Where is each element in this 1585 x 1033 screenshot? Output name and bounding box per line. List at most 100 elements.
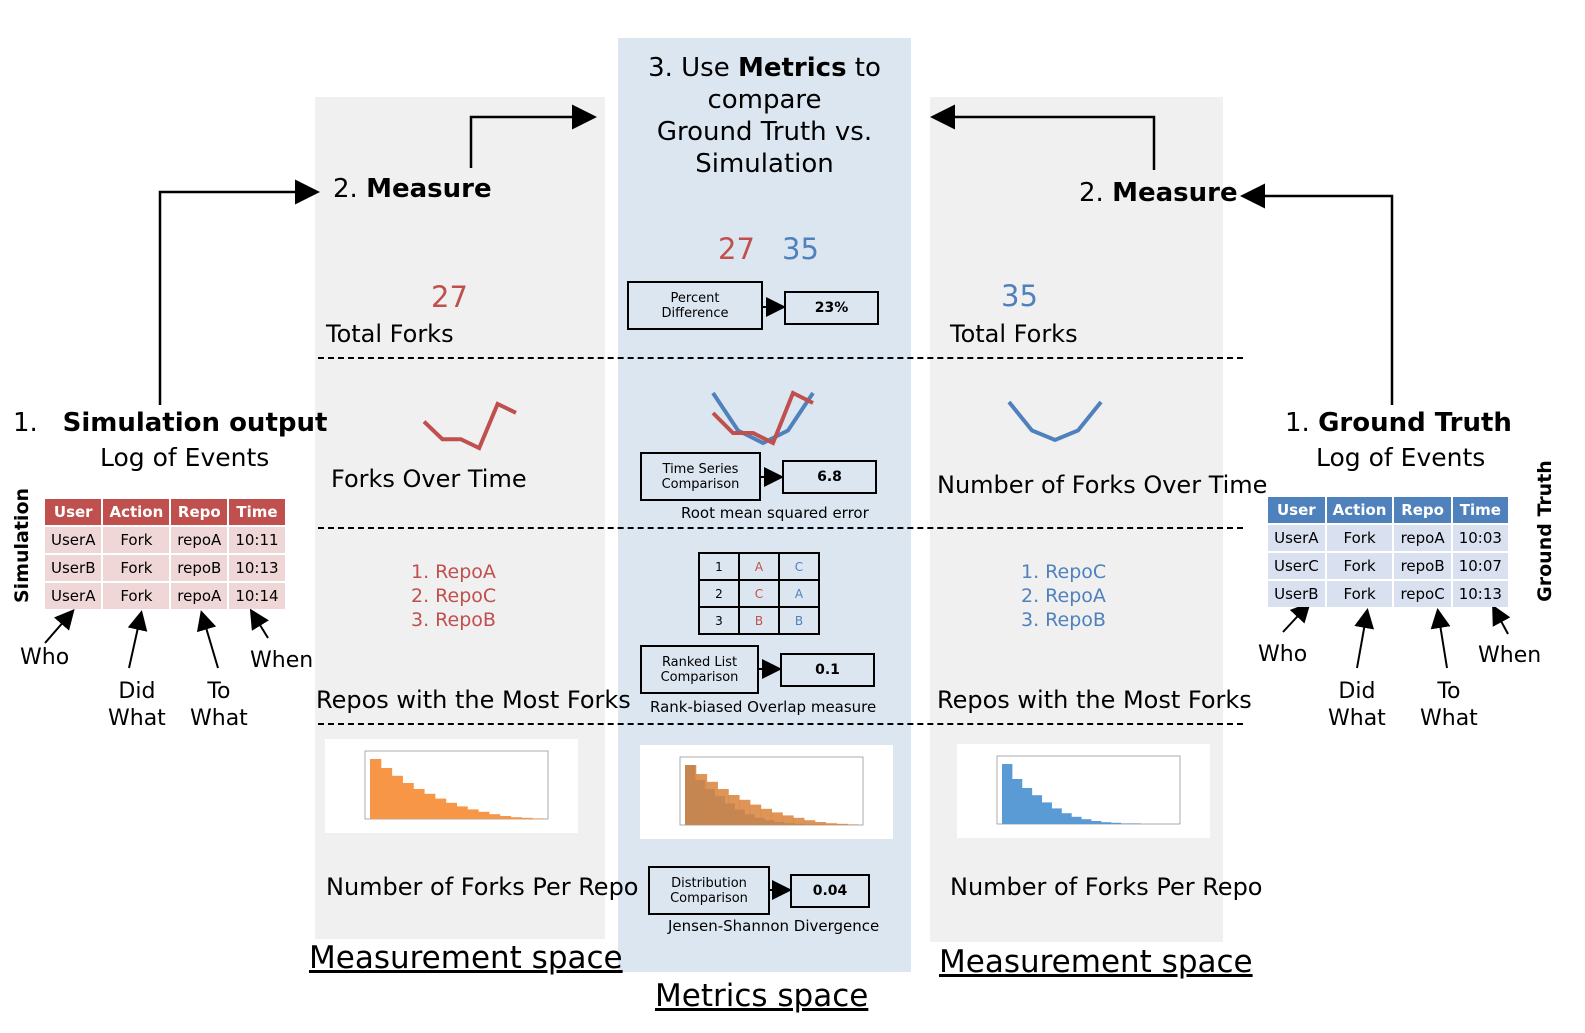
left-ranked-list-label: Repos with the Most Forks	[316, 686, 631, 714]
list-item: 3. RepoB	[1021, 609, 1106, 631]
list-item: 2. RepoA	[1021, 585, 1106, 607]
left-time-series-label: Forks Over Time	[331, 465, 527, 493]
metrics-space-title: Metrics space	[655, 978, 869, 1014]
histogram-bar	[380, 768, 393, 819]
histogram-bar	[1061, 813, 1072, 824]
gt-series-line	[711, 391, 815, 446]
histogram-bar	[695, 774, 708, 825]
histogram-bar	[1071, 816, 1082, 824]
histogram-bar	[456, 806, 468, 819]
measure-to-metrics-arrow	[469, 104, 597, 168]
right-distribution-label: Number of Forks Per Repo	[950, 873, 1263, 901]
histogram-bar	[1090, 821, 1102, 824]
histogram-bar	[1051, 808, 1062, 824]
ground-truth-subtitle: Log of Events	[1316, 443, 1486, 472]
histogram-bar	[391, 775, 403, 819]
left-measure-title: 2. Measure	[333, 174, 492, 204]
histogram-bar	[1021, 788, 1033, 824]
annotation-when: When	[250, 648, 314, 673]
separator-line	[318, 723, 1243, 725]
sim-to-measure-arrow	[158, 179, 320, 405]
histogram-bar	[771, 812, 783, 825]
table-header: Action	[103, 499, 170, 525]
histogram-bar	[1110, 822, 1122, 824]
combined-histogram	[640, 745, 893, 839]
left-total-forks-value: 27	[431, 280, 468, 314]
metrics-sim-value: 27	[718, 232, 755, 266]
histogram-bar	[793, 817, 805, 825]
left-total-forks-label: Total Forks	[326, 320, 454, 348]
ground-truth-title: 1. Ground Truth	[1285, 408, 1512, 438]
left-distribution-label: Number of Forks Per Repo	[326, 873, 639, 901]
histogram-bar	[1120, 823, 1132, 824]
right-total-forks-value: 35	[1001, 279, 1038, 313]
distribution-value: 0.04	[790, 874, 870, 908]
histogram-bar	[521, 817, 533, 819]
histogram-bar	[467, 809, 479, 819]
simulation-title: 1. Simulation output	[13, 408, 328, 438]
histogram-bar	[478, 811, 490, 819]
histogram-bar	[1081, 819, 1092, 824]
list-item: 3. RepoB	[411, 609, 496, 631]
sim-series-line	[711, 390, 814, 446]
histogram-bar	[499, 816, 512, 819]
right-total-forks-label: Total Forks	[950, 320, 1078, 348]
left-measurement-space-title: Measurement space	[309, 940, 623, 976]
histogram-bar	[445, 802, 457, 819]
histogram-bar	[728, 795, 740, 825]
histogram-bar	[814, 822, 827, 825]
right-histogram	[957, 744, 1210, 838]
histogram-bar	[717, 789, 729, 825]
histogram-bar	[1130, 823, 1141, 824]
table-header: User	[45, 499, 102, 525]
list-item: 2. RepoC	[411, 585, 497, 607]
table-header: User	[1268, 497, 1325, 523]
histogram-bar	[803, 820, 816, 825]
histogram-bar	[706, 781, 718, 825]
table-header: Repo	[171, 499, 228, 525]
histogram-bar	[532, 818, 544, 819]
ground-truth-side-label: Ground Truth	[1534, 460, 1556, 602]
sim-series-line	[422, 401, 517, 451]
histogram-bar	[1100, 822, 1112, 824]
histogram-bar	[402, 783, 414, 819]
histogram-bar	[1002, 764, 1013, 824]
ranked-list-value: 0.1	[780, 653, 875, 687]
histogram-bar	[782, 815, 794, 825]
left-histogram	[325, 739, 578, 833]
list-item: 1. RepoC	[1021, 561, 1107, 583]
annotation-when: When	[1478, 643, 1542, 668]
right-ranked-list-label: Repos with the Most Forks	[937, 686, 1252, 714]
histogram-bar	[847, 824, 859, 825]
histogram-bar	[760, 808, 772, 825]
percent-difference-value: 23%	[784, 291, 879, 325]
left-ranked-list: 1. RepoA 2. RepoC 3. RepoB	[411, 560, 496, 632]
histogram-bar	[370, 759, 382, 819]
distribution-caption: Jensen-Shannon Divergence	[668, 917, 880, 935]
histogram-bar	[836, 823, 848, 825]
table-header: Time	[1452, 497, 1508, 523]
metrics-gt-value: 35	[782, 232, 819, 266]
table-header: Action	[1326, 497, 1393, 523]
gt-series-line	[1007, 400, 1103, 443]
histogram-bar	[434, 798, 447, 819]
histogram-bar	[1011, 779, 1023, 824]
histogram-bar	[685, 765, 697, 825]
separator-line	[318, 357, 1243, 359]
ranked-list-caption: Rank-biased Overlap measure	[650, 698, 877, 716]
